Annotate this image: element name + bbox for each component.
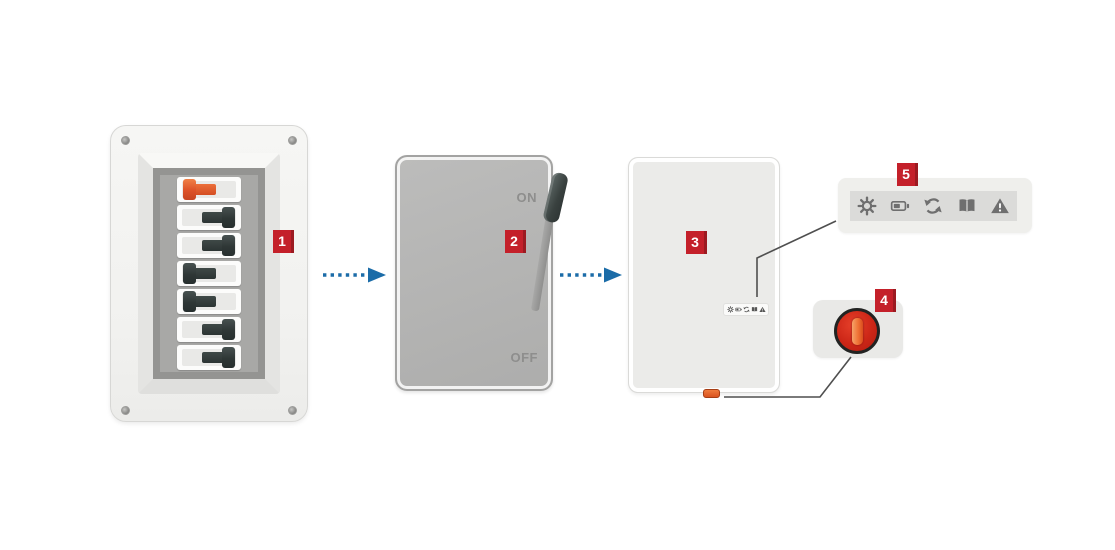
off-label: OFF [510,350,538,365]
gear-icon [857,196,877,216]
sync-icon [742,306,750,313]
breaker-switch [177,261,241,286]
breaker-grip [183,263,196,284]
breaker-stem [202,352,224,363]
breaker-grip [222,347,235,368]
step-label-1: 1 [273,230,294,253]
disconnect-switch: ON OFF 2 [395,155,570,391]
breaker-panel: 1 [110,125,308,422]
screw-icon [121,406,130,415]
switch-lever-arm [530,214,554,312]
switch-lever-handle [542,171,570,224]
breaker-grip [222,319,235,340]
manual-icon [957,196,977,216]
sync-icon [923,196,943,216]
status-icons-callout: 5 [838,163,1032,233]
breaker-stem [194,184,216,195]
breaker-grip [183,291,196,312]
breaker-switch [177,289,241,314]
flow-arrow-1 [323,267,386,283]
status-icon-row [850,191,1017,221]
screw-icon [288,406,297,415]
screw-icon [121,136,130,145]
control-panel: 3 [628,157,780,398]
warning-icon [990,196,1010,216]
battery-icon [890,196,910,216]
step-label-2: 2 [505,230,526,253]
step-label-3: 3 [686,231,707,254]
breaker-stem [194,268,216,279]
gear-icon [726,306,734,313]
breaker-switch [177,205,241,230]
breaker-stem [194,296,216,307]
step-label-4: 4 [875,289,896,312]
power-knob-small [703,389,720,398]
knob-grip [851,317,863,345]
breaker-switch [177,345,241,370]
step-label-5: 5 [897,163,918,186]
power-knob [834,308,880,354]
warning-icon [758,306,766,313]
breaker-grip [222,207,235,228]
breaker-switch [177,233,241,258]
breaker-switch [177,317,241,342]
manual-icon [751,306,758,313]
power-knob-callout: 4 [813,289,903,358]
breaker-switch [177,177,241,202]
breaker-grip [183,179,196,200]
breaker-stem [202,324,224,335]
breaker-stem [202,212,224,223]
screw-icon [288,136,297,145]
breaker-column [153,168,265,379]
battery-icon [734,306,742,313]
panel-bezel [138,153,280,394]
on-label: ON [516,190,537,205]
status-icon-strip [723,303,769,316]
flow-arrow-2 [560,267,622,283]
breaker-grip [222,235,235,256]
breaker-stem [202,240,224,251]
